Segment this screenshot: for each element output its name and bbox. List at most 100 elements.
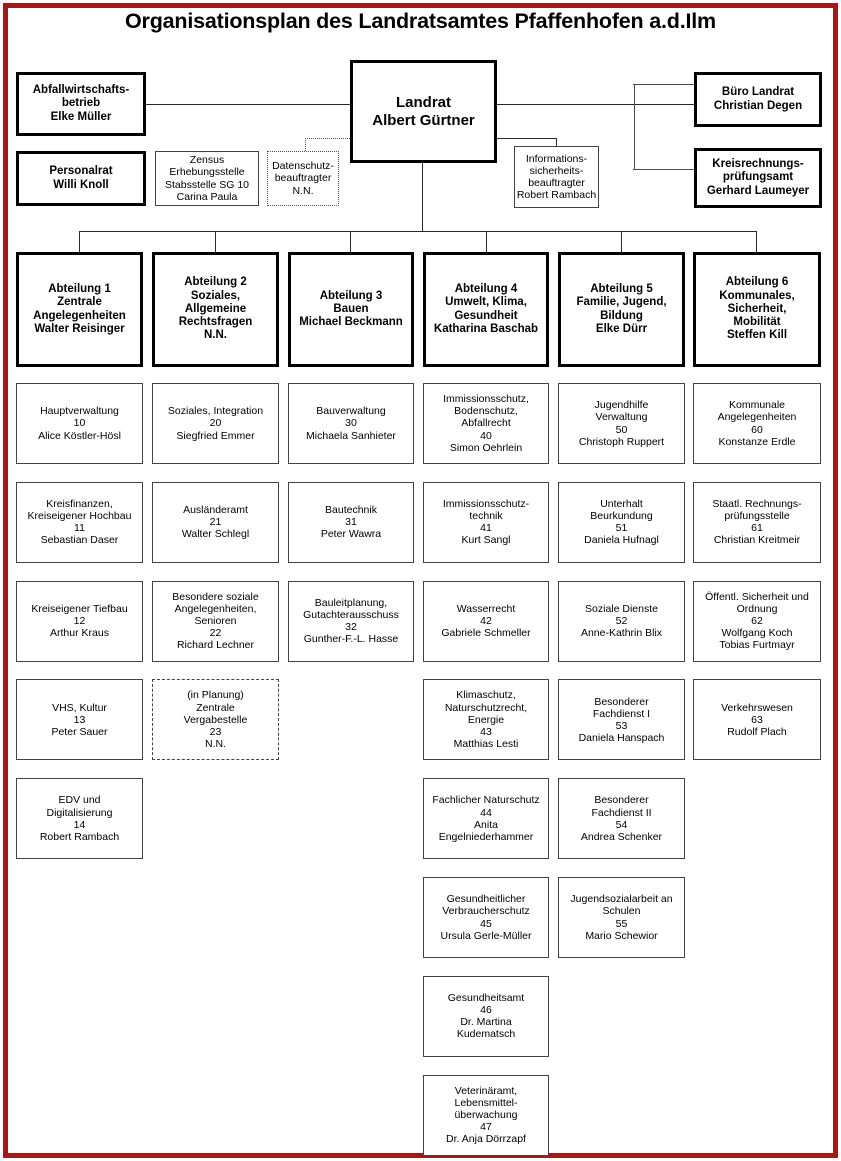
unit-number: 62 (751, 615, 763, 627)
unit-line-2: sicherheits- (529, 164, 584, 177)
unit-number: 31 (345, 516, 357, 529)
unit-number: 51 (615, 522, 628, 535)
unit-name-line-1: Kreiseigener Tiefbau (31, 602, 128, 615)
unit-person-line-1: Dr. Anja Dörrzapf (446, 1133, 526, 1146)
department-header-line-3: Michael Beckmann (299, 316, 403, 329)
unit-name-line-1: (in Planung) (187, 689, 244, 702)
connector-drop-dept-5 (621, 231, 623, 252)
unit-person-line-1: Michaela Sanhieter (306, 429, 396, 442)
unit-datenschutzbeauftragter[interactable]: Datenschutz- beauftragter N.N. (267, 151, 339, 206)
unit-line-3: beauftragter (528, 177, 585, 189)
unit-box-40[interactable]: Immissionsschutz,Bodenschutz,Abfallrecht… (423, 383, 549, 464)
unit-name-line-1: Verkehrswesen (721, 701, 793, 714)
unit-person-line-1: Andrea Schenker (580, 830, 663, 843)
unit-name-line-1: Soziale Dienste (585, 602, 658, 615)
landrat-role: Landrat (395, 94, 451, 112)
unit-person-line-1: Simon Oehrlein (449, 441, 523, 454)
unit-number: 12 (73, 615, 86, 627)
unit-zensus-erhebungsstelle[interactable]: Zensus Erhebungsstelle Stabsstelle SG 10… (155, 151, 259, 206)
department-header-line-1: Abteilung 5 (590, 282, 653, 295)
connector-right-to-kreisrechnung (633, 169, 695, 171)
unit-person-line-1: Ursula Gerle-Müller (440, 929, 532, 942)
unit-line-1: Zensus (189, 154, 225, 167)
unit-personalrat[interactable]: Personalrat Willi Knoll (16, 151, 146, 206)
unit-number: 13 (73, 713, 86, 726)
unit-name-line-2: Gutachterausschuss (303, 608, 399, 621)
unit-name-line-1: VHS, Kultur (52, 701, 107, 714)
department-header-line-3: Gesundheit (454, 309, 518, 322)
connector-drop-dept-2 (215, 231, 217, 252)
unit-number: 40 (480, 429, 492, 442)
unit-number: 45 (480, 917, 492, 930)
unit-name-line-1: Gesundheitsamt (447, 991, 525, 1004)
connector-landrat-stem (422, 162, 424, 232)
connector-department-bus (79, 231, 757, 233)
unit-number: 21 (209, 516, 222, 529)
unit-name-line-1: Kommunale (728, 399, 786, 412)
unit-person-line-2: Kudematsch (456, 1028, 516, 1041)
unit-informationssicherheitsbeauftragter[interactable]: Informations- sicherheits- beauftragter … (514, 146, 599, 208)
unit-buero-landrat[interactable]: Büro Landrat Christian Degen (694, 72, 822, 127)
unit-kreisrechnungspruefungsamt[interactable]: Kreisrechnungs- prüfungsamt Gerhard Laum… (694, 148, 822, 208)
unit-person-line-1: Gunther-F.-L. Hasse (303, 633, 399, 646)
unit-number: 46 (480, 1004, 492, 1017)
unit-landrat[interactable]: Landrat Albert Gürtner (350, 60, 497, 163)
connector-right-to-buero (633, 84, 695, 86)
unit-person-line-1: Richard Lechner (176, 639, 255, 652)
unit-line-2: betrieb (61, 97, 101, 110)
unit-line-4: Carina Paula (176, 190, 238, 203)
unit-name-line-3: überwachung (454, 1109, 518, 1121)
unit-name-line-2: Zentrale (196, 701, 235, 714)
unit-line-1: Abfallwirtschafts- (32, 84, 130, 96)
unit-person-line-1: Robert Rambach (39, 830, 120, 843)
unit-person-line-1: Matthias Lesti (453, 738, 519, 751)
unit-line-3: N.N. (292, 184, 314, 197)
unit-name-line-2: Fachdienst I (592, 707, 651, 720)
unit-person-line-1: Arthur Kraus (50, 627, 109, 640)
connector-drop-dept-1 (79, 231, 81, 252)
department-header-line-1: Abteilung 3 (319, 289, 383, 302)
connector-infosec-vertical (556, 138, 558, 151)
department-header-line-1: Abteilung 6 (725, 276, 789, 289)
unit-person-line-1: Mario Schewior (585, 929, 658, 942)
unit-abfallwirtschaftsbetrieb[interactable]: Abfallwirtschafts- betrieb Elke Müller (16, 72, 146, 136)
unit-person-line-1: Peter Sauer (51, 725, 108, 738)
unit-person-line-1: Daniela Hanspach (578, 732, 665, 745)
department-header-line-4: Elke Dürr (595, 322, 648, 335)
